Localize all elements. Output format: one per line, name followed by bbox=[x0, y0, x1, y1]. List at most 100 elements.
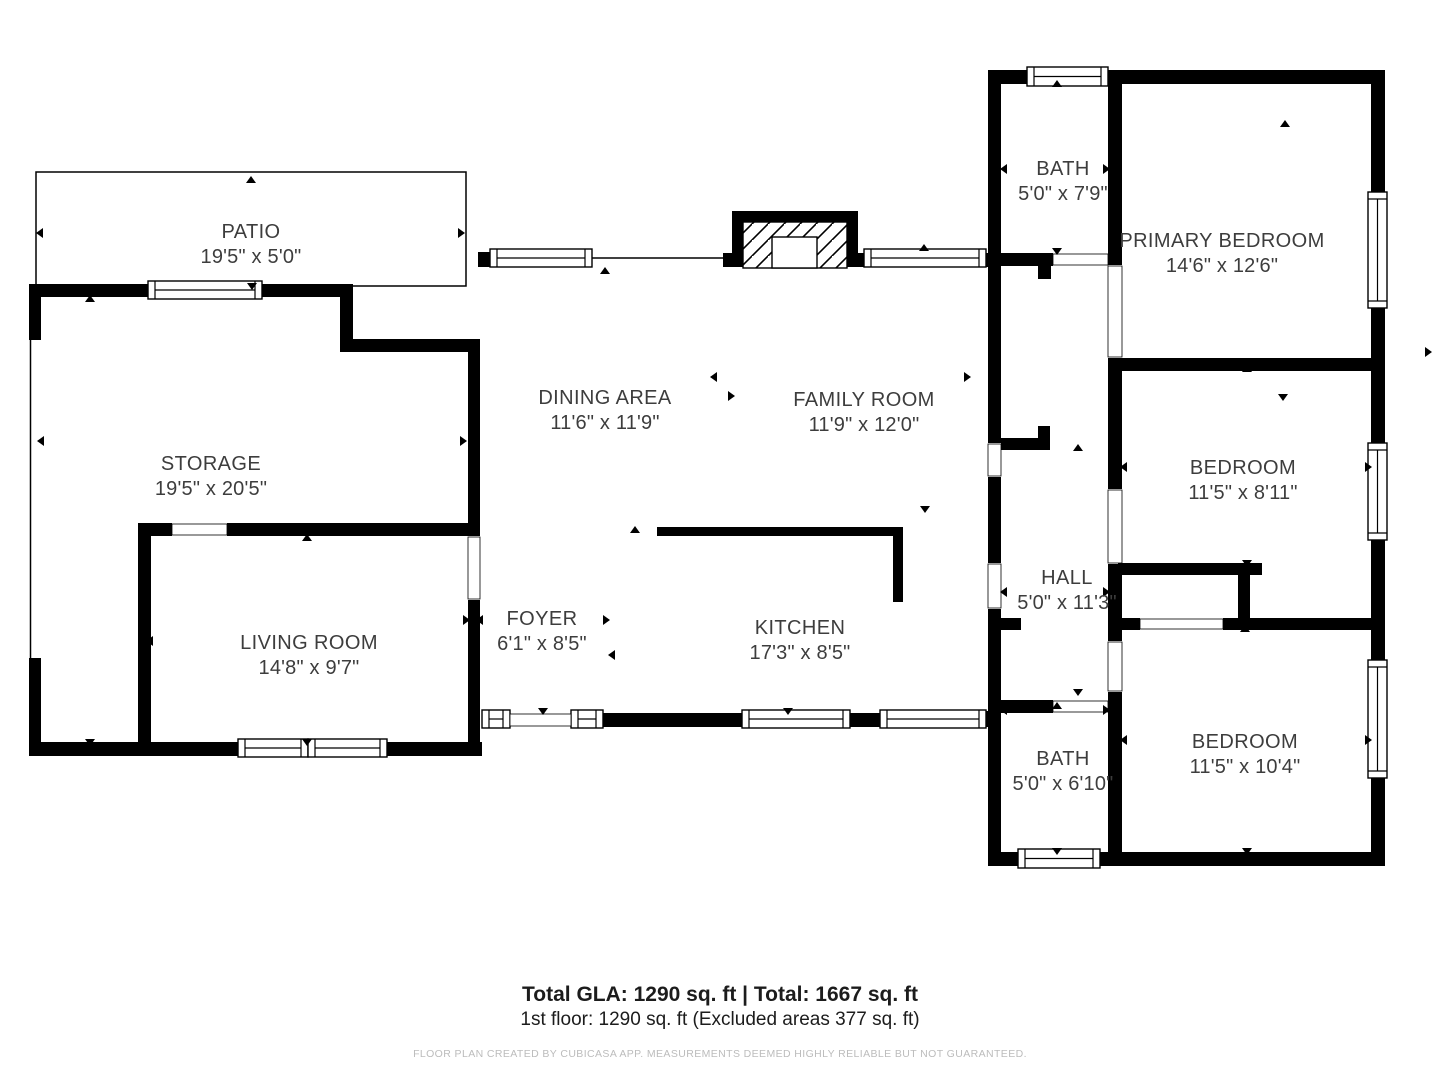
window-symbol bbox=[1367, 659, 1388, 779]
dimension-arrow bbox=[1073, 689, 1083, 696]
room-name: FOYER bbox=[506, 608, 578, 630]
window-symbol bbox=[237, 738, 309, 758]
dimension-arrow bbox=[710, 372, 717, 382]
room-name: BATH bbox=[1036, 158, 1090, 180]
door-opening bbox=[1107, 265, 1123, 358]
dimension-arrow bbox=[630, 526, 640, 533]
dimension-arrow bbox=[1120, 735, 1127, 745]
room-name: BATH bbox=[1036, 748, 1090, 770]
dimension-arrows bbox=[36, 80, 1432, 855]
room-label-primary-bedroom: PRIMARY BEDROOM 14'6" x 12'6" bbox=[1119, 229, 1324, 279]
dimension-arrow bbox=[302, 739, 312, 746]
disclaimer-text: FLOOR PLAN CREATED BY CUBICASA APP. MEAS… bbox=[413, 1048, 1027, 1060]
walls bbox=[29, 70, 1385, 866]
total-gla-text: Total GLA: 1290 sq. ft | Total: 1667 sq.… bbox=[522, 983, 918, 1006]
dimension-arrow bbox=[1052, 248, 1062, 255]
dimension-arrow bbox=[964, 372, 971, 382]
dimension-arrow bbox=[728, 391, 735, 401]
door-opening bbox=[987, 563, 1002, 609]
room-dimensions: 11'5" x 8'11" bbox=[1188, 482, 1298, 504]
dimension-arrow bbox=[1240, 625, 1250, 632]
door-opening bbox=[467, 536, 481, 600]
room-name: BEDROOM bbox=[1189, 457, 1297, 479]
room-label-kitchen: KITCHEN 17'3" x 8'5" bbox=[750, 616, 851, 666]
dimension-arrow bbox=[458, 228, 465, 238]
room-dimensions: 19'5" x 20'5" bbox=[154, 478, 268, 500]
window-symbol bbox=[741, 709, 851, 729]
room-label-living-room: LIVING ROOM 14'8" x 9'7" bbox=[240, 631, 378, 681]
room-dimensions: 5'0" x 11'3" bbox=[1017, 592, 1117, 614]
room-name: STORAGE bbox=[160, 453, 262, 475]
dimension-arrow bbox=[1365, 462, 1372, 472]
dimension-arrow bbox=[247, 283, 257, 290]
dimension-arrow bbox=[1120, 462, 1127, 472]
summary-footer: Total GLA: 1290 sq. ft | Total: 1667 sq.… bbox=[0, 982, 1440, 1060]
room-dimensions: 11'6" x 11'9" bbox=[550, 412, 660, 434]
door-opening bbox=[1052, 700, 1109, 713]
window-symbol bbox=[147, 280, 263, 300]
room-label-bedroom-bottom: BEDROOM 11'5" x 10'4" bbox=[1190, 730, 1301, 780]
door-opening bbox=[1107, 641, 1123, 692]
dimension-arrow bbox=[1000, 164, 1007, 174]
window-symbol bbox=[863, 248, 987, 268]
room-name: LIVING ROOM bbox=[240, 632, 378, 654]
dimension-arrow bbox=[603, 615, 610, 625]
dimension-arrow bbox=[608, 650, 615, 660]
room-dimensions: 11'5" x 10'4" bbox=[1189, 756, 1301, 778]
door-opening bbox=[1052, 253, 1109, 266]
dimension-arrow bbox=[600, 267, 610, 274]
window-symbol bbox=[307, 738, 388, 758]
dimension-arrow bbox=[85, 295, 95, 302]
room-label-patio: PATIO 19'5" x 5'0" bbox=[201, 220, 302, 270]
room-dimensions: 17'3" x 8'5" bbox=[749, 642, 851, 664]
door-opening bbox=[1107, 489, 1123, 564]
room-dimensions: 6'1" x 8'5" bbox=[497, 633, 587, 655]
window-symbol bbox=[481, 709, 511, 729]
dimension-arrow bbox=[920, 506, 930, 513]
dimension-arrow bbox=[1278, 394, 1288, 401]
dimension-arrow bbox=[1103, 164, 1110, 174]
room-name: BEDROOM bbox=[1191, 731, 1299, 753]
window-symbol bbox=[879, 709, 987, 729]
first-floor-text: 1st floor: 1290 sq. ft (Excluded areas 3… bbox=[520, 1009, 920, 1030]
dimension-arrow bbox=[919, 244, 929, 251]
fireplace bbox=[723, 211, 867, 269]
room-label-storage: STORAGE 19'5" x 20'5" bbox=[155, 452, 267, 502]
dimension-arrow bbox=[85, 739, 95, 746]
dimension-arrow bbox=[1073, 444, 1083, 451]
door-opening bbox=[171, 523, 228, 536]
dimension-arrow bbox=[1052, 702, 1062, 709]
room-name: KITCHEN bbox=[754, 617, 846, 639]
room-dimensions: 5'0" x 6'10" bbox=[1012, 773, 1114, 795]
door-opening bbox=[1139, 618, 1224, 630]
window-symbol bbox=[489, 248, 593, 268]
room-label-bedroom-middle: BEDROOM 11'5" x 8'11" bbox=[1188, 456, 1297, 506]
room-label-family-room: FAMILY ROOM 11'9" x 12'0" bbox=[793, 388, 934, 438]
dimension-arrow bbox=[1242, 560, 1252, 567]
dimension-arrow bbox=[36, 228, 43, 238]
door-opening bbox=[509, 713, 572, 727]
room-label-bath-bottom: BATH 5'0" x 6'10" bbox=[1013, 747, 1114, 797]
room-label-bath-top: BATH 5'0" x 7'9" bbox=[1018, 157, 1108, 207]
room-name: PATIO bbox=[221, 221, 281, 243]
room-label-foyer: FOYER 6'1" x 8'5" bbox=[497, 607, 587, 657]
window-symbol bbox=[1017, 848, 1101, 869]
windows bbox=[147, 66, 1388, 869]
fireplace-firebox bbox=[771, 236, 818, 269]
dimension-arrow bbox=[1365, 735, 1372, 745]
room-label-dining-area: DINING AREA 11'6" x 11'9" bbox=[538, 386, 671, 436]
dimension-arrow bbox=[1052, 848, 1062, 855]
window-symbol bbox=[570, 709, 604, 729]
room-label-hall: HALL 5'0" x 11'3" bbox=[1017, 566, 1116, 616]
dimension-arrow bbox=[246, 176, 256, 183]
room-dimensions: 19'5" x 5'0" bbox=[200, 246, 302, 268]
dimension-arrow bbox=[1000, 587, 1007, 597]
dimension-arrow bbox=[1000, 705, 1007, 715]
room-name: PRIMARY BEDROOM bbox=[1119, 230, 1325, 252]
dimension-arrow bbox=[463, 615, 470, 625]
dimension-arrow bbox=[1242, 365, 1252, 372]
door-opening bbox=[987, 443, 1002, 477]
room-name: FAMILY ROOM bbox=[793, 389, 935, 411]
